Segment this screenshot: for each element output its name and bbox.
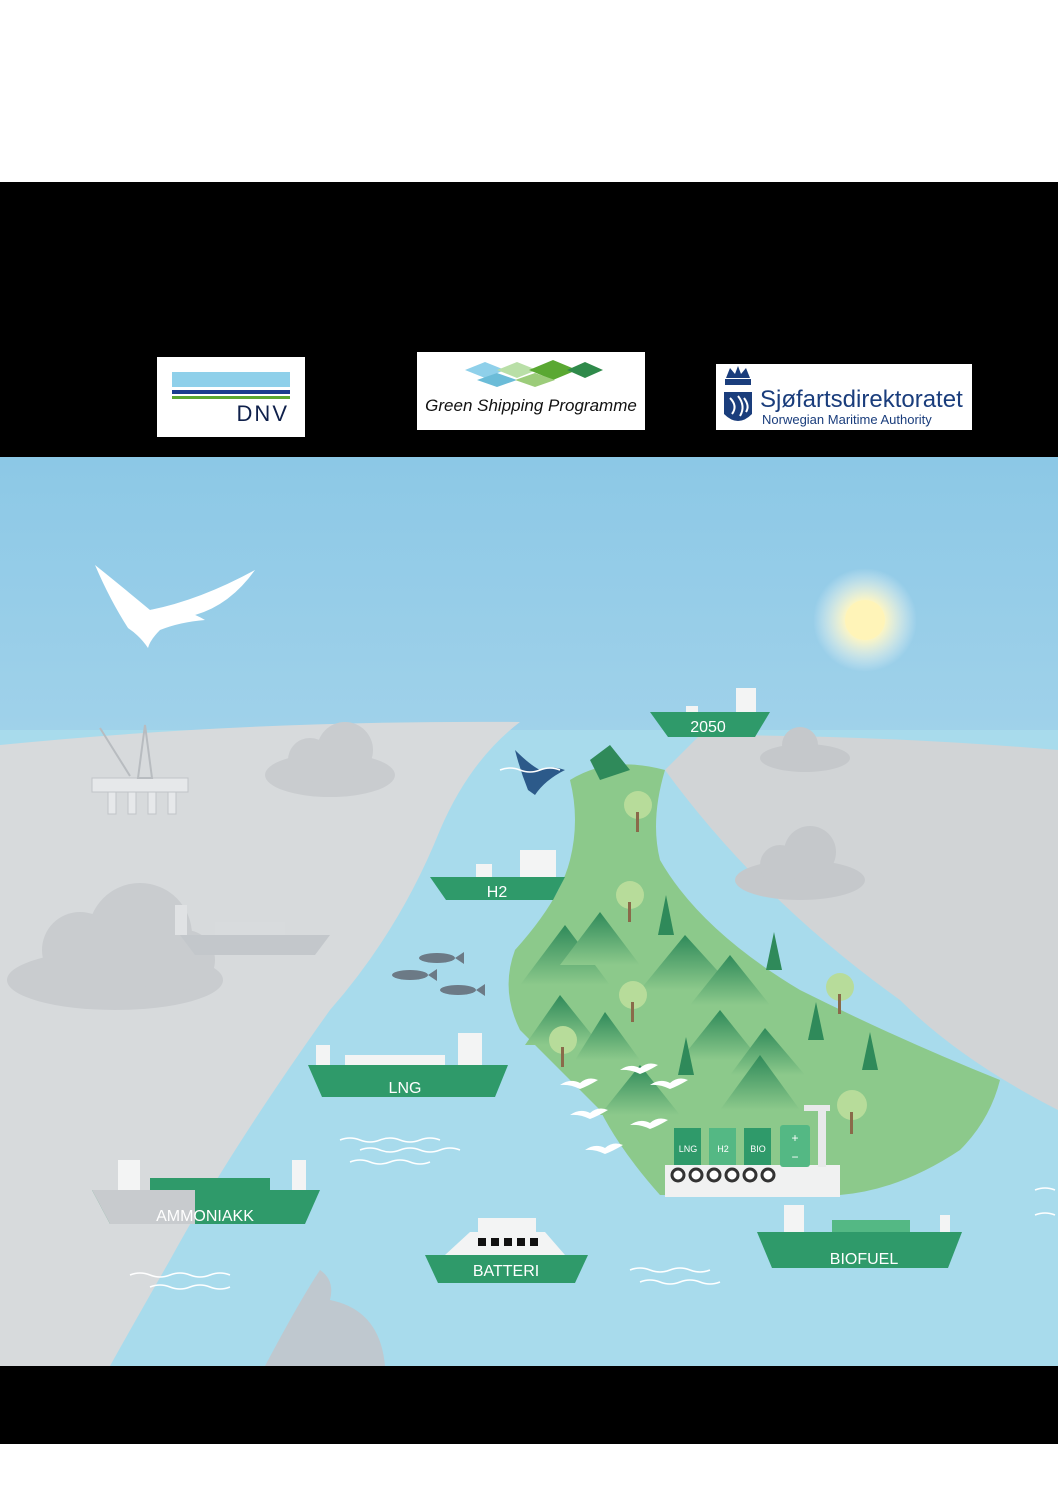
underwater-rock [265,1270,385,1366]
cloud-icon [760,727,850,772]
grey-cargo-ship [175,905,330,955]
ship-lng-label: LNG [389,1080,422,1097]
seagulls-small [560,1063,688,1154]
tank-label-h2: H2 [717,1144,729,1154]
fish-icon [392,952,485,996]
tank-label-bio: BIO [750,1144,766,1154]
cloud-icon [265,722,395,797]
mountains [520,745,805,1115]
ship-biofuel-label: BIOFUEL [830,1251,899,1268]
h2-tank [709,1128,736,1165]
right-grey-land [665,735,1058,1110]
bottom-black-band [0,1366,1058,1444]
seagull-icon [95,565,255,648]
gsp-wave-icon [465,360,603,387]
dnv-green-bar [172,396,290,399]
ship-lng: LNG [308,1033,508,1097]
sjofartsdirektoratet-logo: Sjøfartsdirektoratet Norwegian Maritime … [716,364,972,430]
ship-ammoniakk: AMMONIAKK [92,1160,320,1225]
battery-icon [780,1125,810,1167]
ship-batteri-label: BATTERI [473,1263,539,1280]
ship-ammoniakk-label: AMMONIAKK [156,1208,254,1225]
ship-h2: H2 [430,850,565,901]
dnv-blue-bar [172,390,290,394]
whale-tail-icon [515,750,565,795]
dnv-logo: DNV [157,357,305,437]
ship-biofuel: BIOFUEL [757,1205,962,1268]
oil-rig-icon [91,724,189,815]
cloud-icon [735,826,865,900]
dnv-light-bar [172,372,290,387]
cloud-icon [7,883,223,1010]
ship-2050-label: 2050 [690,719,726,736]
lng-tank [674,1128,701,1165]
battery-minus: − [791,1150,798,1164]
bio-tank [744,1128,771,1165]
gsp-logo-text: Green Shipping Programme [425,396,637,415]
tank-label-lng: LNG [679,1144,698,1154]
dnv-logo-text: DNV [236,401,289,426]
crown-shield-icon [724,366,752,421]
green-shipping-illustration: 2050 H2 LNG AMMONIAKK [0,457,1058,1366]
port-terminal: LNG H2 BIO + − [665,1105,840,1197]
sun-icon [813,568,917,672]
ship-2050: 2050 [650,688,770,737]
battery-plus: + [791,1131,798,1145]
waves [129,767,1056,1290]
sjofart-subtitle: Norwegian Maritime Authority [762,412,932,427]
trees [549,791,878,1134]
ship-batteri: BATTERI [425,1218,588,1283]
green-shipping-programme-logo: Green Shipping Programme [417,352,645,430]
ship-h2-label: H2 [487,884,508,901]
sjofart-title: Sjøfartsdirektoratet [760,386,963,413]
